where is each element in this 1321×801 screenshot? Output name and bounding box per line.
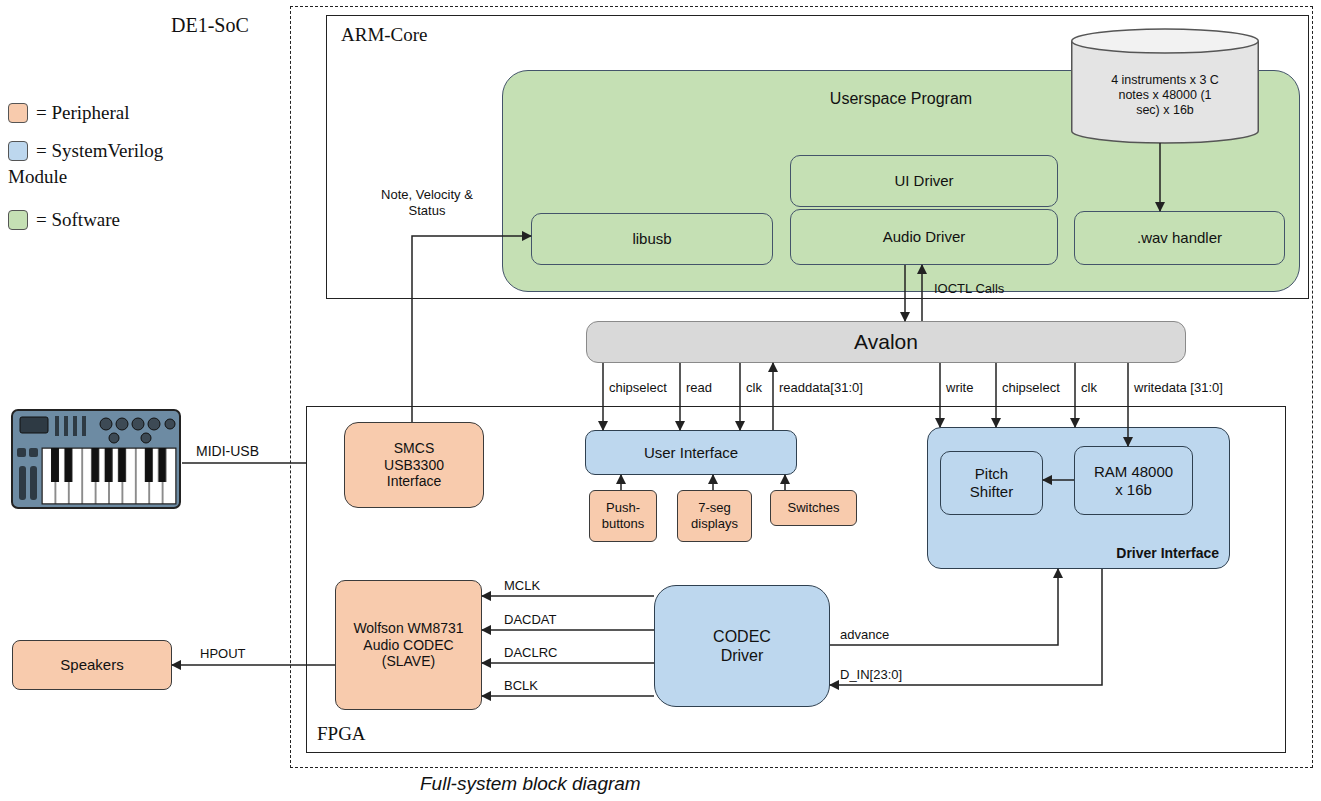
node-text: DE1-SoC — [171, 13, 249, 37]
signal-arrow — [921, 265, 923, 321]
legend-entry: = SystemVerilog Module — [8, 138, 180, 189]
node-text: Avalon — [854, 329, 918, 354]
node-text: ARM-Core — [341, 24, 428, 47]
node-text: Switches — [787, 500, 839, 516]
keyboard-body — [12, 410, 180, 508]
cylinder-top — [1072, 29, 1259, 53]
module-box: CODEC Driver — [654, 585, 830, 707]
signal-label: chipselect — [1002, 380, 1060, 396]
peripheral-box: Speakers — [12, 640, 172, 690]
signal-arrow — [739, 363, 741, 430]
peripheral-box: Switches — [770, 490, 857, 526]
signal-label: IOCTL Calls — [934, 281, 1004, 297]
peripheral-box: Push-buttons — [589, 490, 657, 542]
node-text: Push-buttons — [593, 500, 653, 531]
legend-swatch — [8, 210, 28, 230]
signal-arrow — [172, 664, 335, 666]
signal-arrow — [602, 363, 604, 430]
signal-label: readdata[31:0] — [779, 380, 863, 396]
node-text: RAM 48000 x 16b — [1092, 463, 1176, 499]
signal-arrow — [1043, 479, 1074, 481]
signal-label: Note, Velocity & Status — [362, 187, 492, 218]
node-text: Wolfson WM8731 Audio CODEC (SLAVE) — [346, 620, 471, 670]
legend-text: = SystemVerilog Module — [8, 140, 163, 187]
node-text: Audio Driver — [883, 228, 966, 246]
legend-swatch — [8, 141, 28, 161]
signal-arrow — [482, 595, 654, 597]
node-text: 4 instruments x 3 C notes x 48000 (1 sec… — [1107, 73, 1223, 118]
signal-label: BCLK — [504, 678, 538, 694]
signal-arrow — [784, 475, 786, 490]
peripheral-box: 7-seg displays — [677, 490, 752, 542]
signal-arrow — [1074, 363, 1076, 427]
node-text: User Interface — [644, 444, 738, 462]
database-cylinder: 4 instruments x 3 C notes x 48000 (1 sec… — [1071, 29, 1259, 143]
signal-arrow — [620, 475, 622, 490]
signal-label: writedata [31:0] — [1134, 380, 1223, 396]
link-label: MIDI-USB — [196, 443, 259, 460]
node-text: Pitch Shifter — [960, 465, 1024, 501]
signal-label: HPOUT — [200, 646, 246, 662]
peripheral-box: SMCS USB3300 Interface — [344, 422, 484, 508]
signal-arrow — [830, 569, 1102, 685]
signal-arrow — [712, 475, 714, 490]
legend-entry: = Peripheral — [8, 100, 180, 126]
software-module: libusb — [531, 213, 773, 265]
signal-arrow — [482, 662, 654, 664]
node-text: FPGA — [317, 723, 366, 746]
software-region: Userspace Program 4 instruments x 3 C not… — [502, 70, 1300, 292]
software-module: UI Driver — [790, 155, 1058, 207]
node-text: 7-seg displays — [681, 500, 748, 531]
signal-arrow — [1159, 143, 1161, 211]
signal-arrow — [482, 629, 654, 631]
node-text: CODEC Driver — [702, 627, 782, 665]
signal-label: chipselect — [609, 380, 667, 396]
signal-label: D_IN[23:0] — [840, 667, 902, 683]
signal-arrow — [939, 363, 941, 427]
signal-arrow — [482, 695, 654, 697]
legend-entry: = Software — [8, 207, 180, 233]
fpga-region: FPGA SMCS USB3300 Interface User Interface… — [306, 406, 1286, 753]
node-text: .wav handler — [1137, 229, 1222, 247]
node-text: Userspace Program — [830, 89, 972, 108]
signal-arrow — [1127, 363, 1129, 446]
software-module: Audio Driver — [790, 209, 1058, 265]
signal-arrow — [904, 265, 906, 321]
signal-label: MCLK — [504, 578, 540, 594]
cylinder-body — [1072, 41, 1259, 143]
signal-label: write — [946, 380, 973, 396]
signal-label: clk — [746, 380, 762, 396]
node-text: UI Driver — [894, 172, 953, 190]
processor-region: ARM-CoreUserspace Program 4 instruments x… — [326, 15, 1309, 299]
signal-arrow — [679, 363, 681, 430]
signal-arrow — [995, 363, 997, 427]
module-box: RAM 48000 x 16b — [1074, 446, 1193, 515]
signal-label: advance — [840, 627, 889, 643]
legend-swatch — [8, 103, 28, 123]
module-box: User Interface — [585, 430, 797, 475]
figure-caption: Full-system block diagram — [420, 773, 641, 795]
legend-text: = Software — [36, 209, 120, 230]
node-text: Driver Interface — [1116, 545, 1219, 562]
peripheral-box: Wolfson WM8731 Audio CODEC (SLAVE) — [335, 580, 482, 710]
signal-arrow — [772, 363, 774, 430]
signal-label: read — [686, 380, 712, 396]
module-box: Pitch Shifter — [940, 451, 1043, 515]
signal-label: DACLRC — [504, 645, 557, 661]
signal-arrow — [412, 236, 531, 422]
signal-label: DACDAT — [504, 612, 556, 628]
bus-bar: Avalon — [586, 321, 1186, 363]
node-text: Speakers — [60, 656, 123, 674]
node-text: libusb — [632, 230, 671, 248]
software-module: .wav handler — [1074, 211, 1285, 265]
legend-text: = Peripheral — [36, 102, 130, 123]
module-box: Driver Interface Pitch Shifter RAM 48000 x… — [927, 427, 1230, 569]
signal-label: clk — [1081, 380, 1097, 396]
signal-arrow — [830, 569, 1058, 645]
node-text: SMCS USB3300 Interface — [365, 440, 463, 490]
